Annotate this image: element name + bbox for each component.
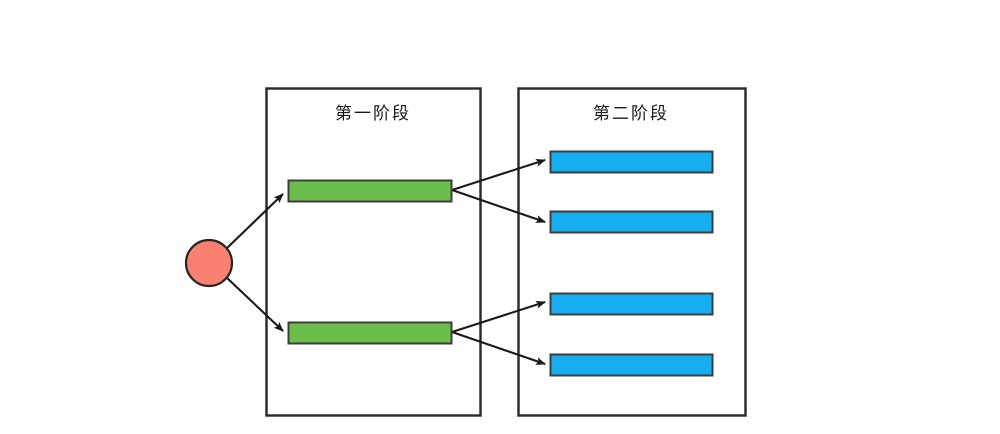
edge-group <box>225 158 546 365</box>
stage-2-task-4[interactable] <box>549 353 714 377</box>
stage-2-task-3[interactable] <box>549 292 714 316</box>
edge-stage1-task-1-to-stage2-task-1 <box>451 158 546 191</box>
stage-1-task-group <box>287 179 453 345</box>
stage-1-task-1[interactable] <box>287 179 453 203</box>
stage-2-task-1[interactable] <box>549 150 714 174</box>
stage-1-task-2[interactable] <box>287 321 453 345</box>
edge-stage1-task-2-to-stage2-task-3 <box>451 300 546 333</box>
edge-stage1-task-2-to-stage2-task-4 <box>451 331 546 365</box>
edge-start-to-stage1-task-1 <box>225 193 284 250</box>
stage-1-title: 第一阶段 <box>335 104 411 124</box>
stage-2-task-2[interactable] <box>549 210 714 234</box>
edge-stage1-task-1-to-stage2-task-2 <box>451 189 546 223</box>
stage-2-title: 第二阶段 <box>593 104 669 124</box>
start-node[interactable] <box>184 238 234 288</box>
stage-2-task-group <box>549 150 714 377</box>
edge-start-to-stage1-task-2 <box>225 276 284 332</box>
stage-1-container[interactable] <box>265 87 482 417</box>
